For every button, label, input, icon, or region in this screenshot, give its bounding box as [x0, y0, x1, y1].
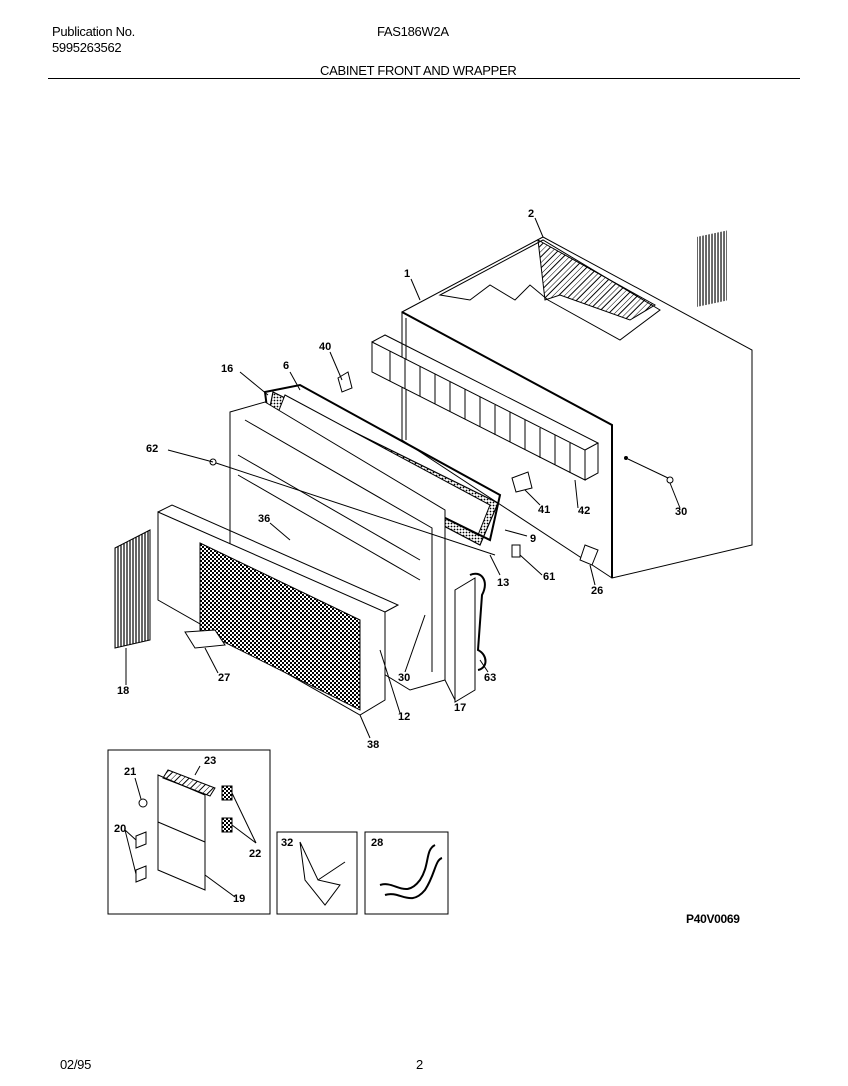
callout-26: 26	[591, 585, 603, 597]
callout-38: 38	[367, 739, 379, 751]
inset-part-28	[364, 831, 449, 915]
callout-21: 21	[124, 766, 136, 778]
callout-30-frame: 30	[398, 672, 410, 684]
clip-61	[511, 544, 521, 558]
callout-13: 13	[497, 577, 509, 589]
bracket-40	[337, 371, 353, 393]
callout-9: 9	[530, 533, 536, 545]
callout-36: 36	[258, 513, 270, 525]
side-louvers	[697, 230, 727, 307]
callout-17: 17	[454, 702, 466, 714]
callout-42: 42	[578, 505, 590, 517]
front-grille	[157, 504, 400, 716]
inset-door-detail	[107, 749, 271, 915]
callout-19: 19	[233, 893, 245, 905]
pull-tab	[184, 629, 226, 649]
callout-30-cabinet: 30	[675, 506, 687, 518]
side-panel	[114, 529, 151, 649]
rod	[212, 461, 496, 556]
callout-6: 6	[283, 360, 289, 372]
handle-63	[469, 572, 487, 671]
model-number: FAS186W2A	[377, 24, 449, 39]
callout-41: 41	[538, 504, 550, 516]
callout-18: 18	[117, 685, 129, 697]
section-title: CABINET FRONT AND WRAPPER	[320, 63, 517, 78]
louver-rail	[371, 334, 600, 481]
bracket-41	[511, 471, 533, 493]
cabinet-wrapper	[400, 230, 753, 579]
callout-61: 61	[543, 571, 555, 583]
callout-63: 63	[484, 672, 496, 684]
footer-date: 02/95	[60, 1057, 92, 1072]
drawing-code: P40V0069	[686, 912, 740, 926]
callout-labels: 1 2 40 6 16 62 36 13 9 61 26 41 42 30 18…	[114, 208, 687, 905]
header-rule	[48, 78, 800, 79]
callout-1: 1	[404, 268, 410, 280]
inset-part-32	[276, 831, 358, 915]
callout-23: 23	[204, 755, 216, 767]
callout-16: 16	[221, 363, 233, 375]
publication-number: 5995263562	[52, 40, 122, 55]
callout-40: 40	[319, 341, 331, 353]
page-number: 2	[416, 1057, 423, 1072]
callout-28: 28	[371, 837, 383, 849]
callout-12: 12	[398, 711, 410, 723]
leader-lines	[125, 217, 681, 739]
callout-32: 32	[281, 837, 293, 849]
callout-62: 62	[146, 443, 158, 455]
clamp-26	[579, 544, 599, 566]
publication-label: Publication No.	[52, 24, 135, 39]
callout-20: 20	[114, 823, 126, 835]
callout-2: 2	[528, 208, 534, 220]
callout-22: 22	[249, 848, 261, 860]
callout-27: 27	[218, 672, 230, 684]
